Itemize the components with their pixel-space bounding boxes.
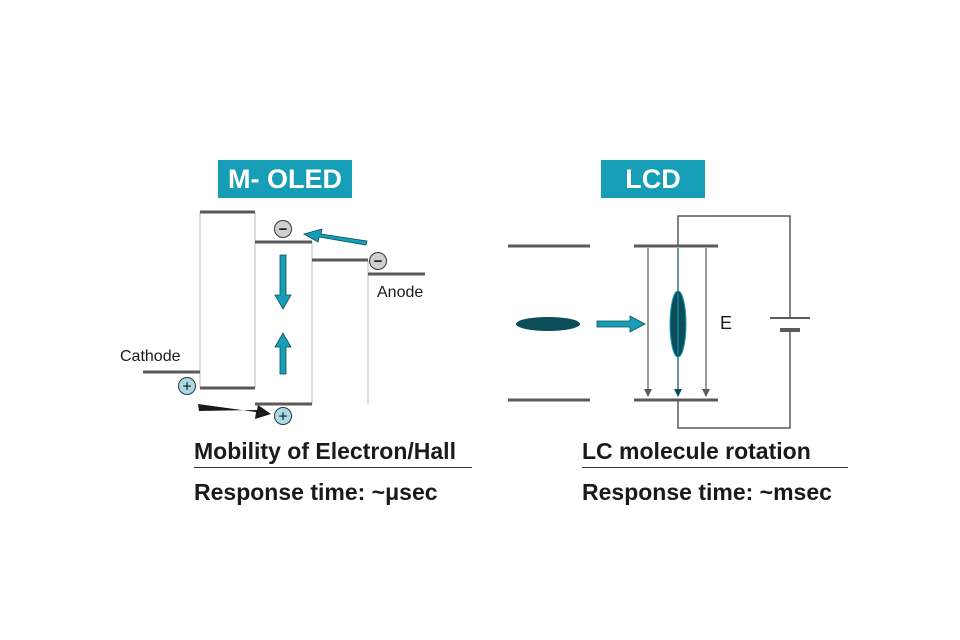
hole-carrier-bottom: + (274, 407, 292, 426)
lcd-title: LCD (625, 163, 681, 194)
electron-carrier-anode: − (369, 252, 387, 270)
anode-label: Anode (377, 284, 424, 301)
lcd-caption-rotation: LC molecule rotation (582, 438, 811, 464)
electron-drift-arrow (274, 254, 292, 310)
oled-caption-divider (194, 467, 472, 468)
lcd-caption-divider (582, 467, 848, 468)
cathode-label: Cathode (120, 348, 181, 365)
hole-symbol: + (278, 409, 287, 426)
oled-energy-diagram: − − + + (143, 210, 425, 426)
circuit-wire (677, 330, 791, 429)
oled-caption-mobility: Mobility of Electron/Hall (194, 438, 456, 464)
electron-symbol: − (279, 221, 288, 238)
hole-drift-arrow (274, 332, 292, 375)
field-label: E (720, 313, 733, 333)
hole-carrier-cathode: + (178, 377, 196, 396)
hole-symbol: + (182, 379, 191, 396)
lc-molecule-horizontal (516, 317, 580, 331)
electron-injection-arrow (302, 228, 368, 246)
electron-carrier-top: − (274, 220, 292, 238)
lcd-title-badge: LCD (601, 160, 705, 198)
rotation-arrow (596, 315, 646, 333)
hole-injection-arrow (198, 404, 271, 419)
oled-title: M- OLED (228, 163, 342, 194)
oled-caption-response: Response time: ~μsec (194, 479, 438, 505)
electron-symbol: − (374, 253, 383, 270)
lcd-caption-response: Response time: ~msec (582, 479, 832, 505)
circuit-wire (677, 215, 791, 318)
lcd-diagram (508, 215, 810, 429)
oled-title-badge: M- OLED (218, 160, 352, 198)
